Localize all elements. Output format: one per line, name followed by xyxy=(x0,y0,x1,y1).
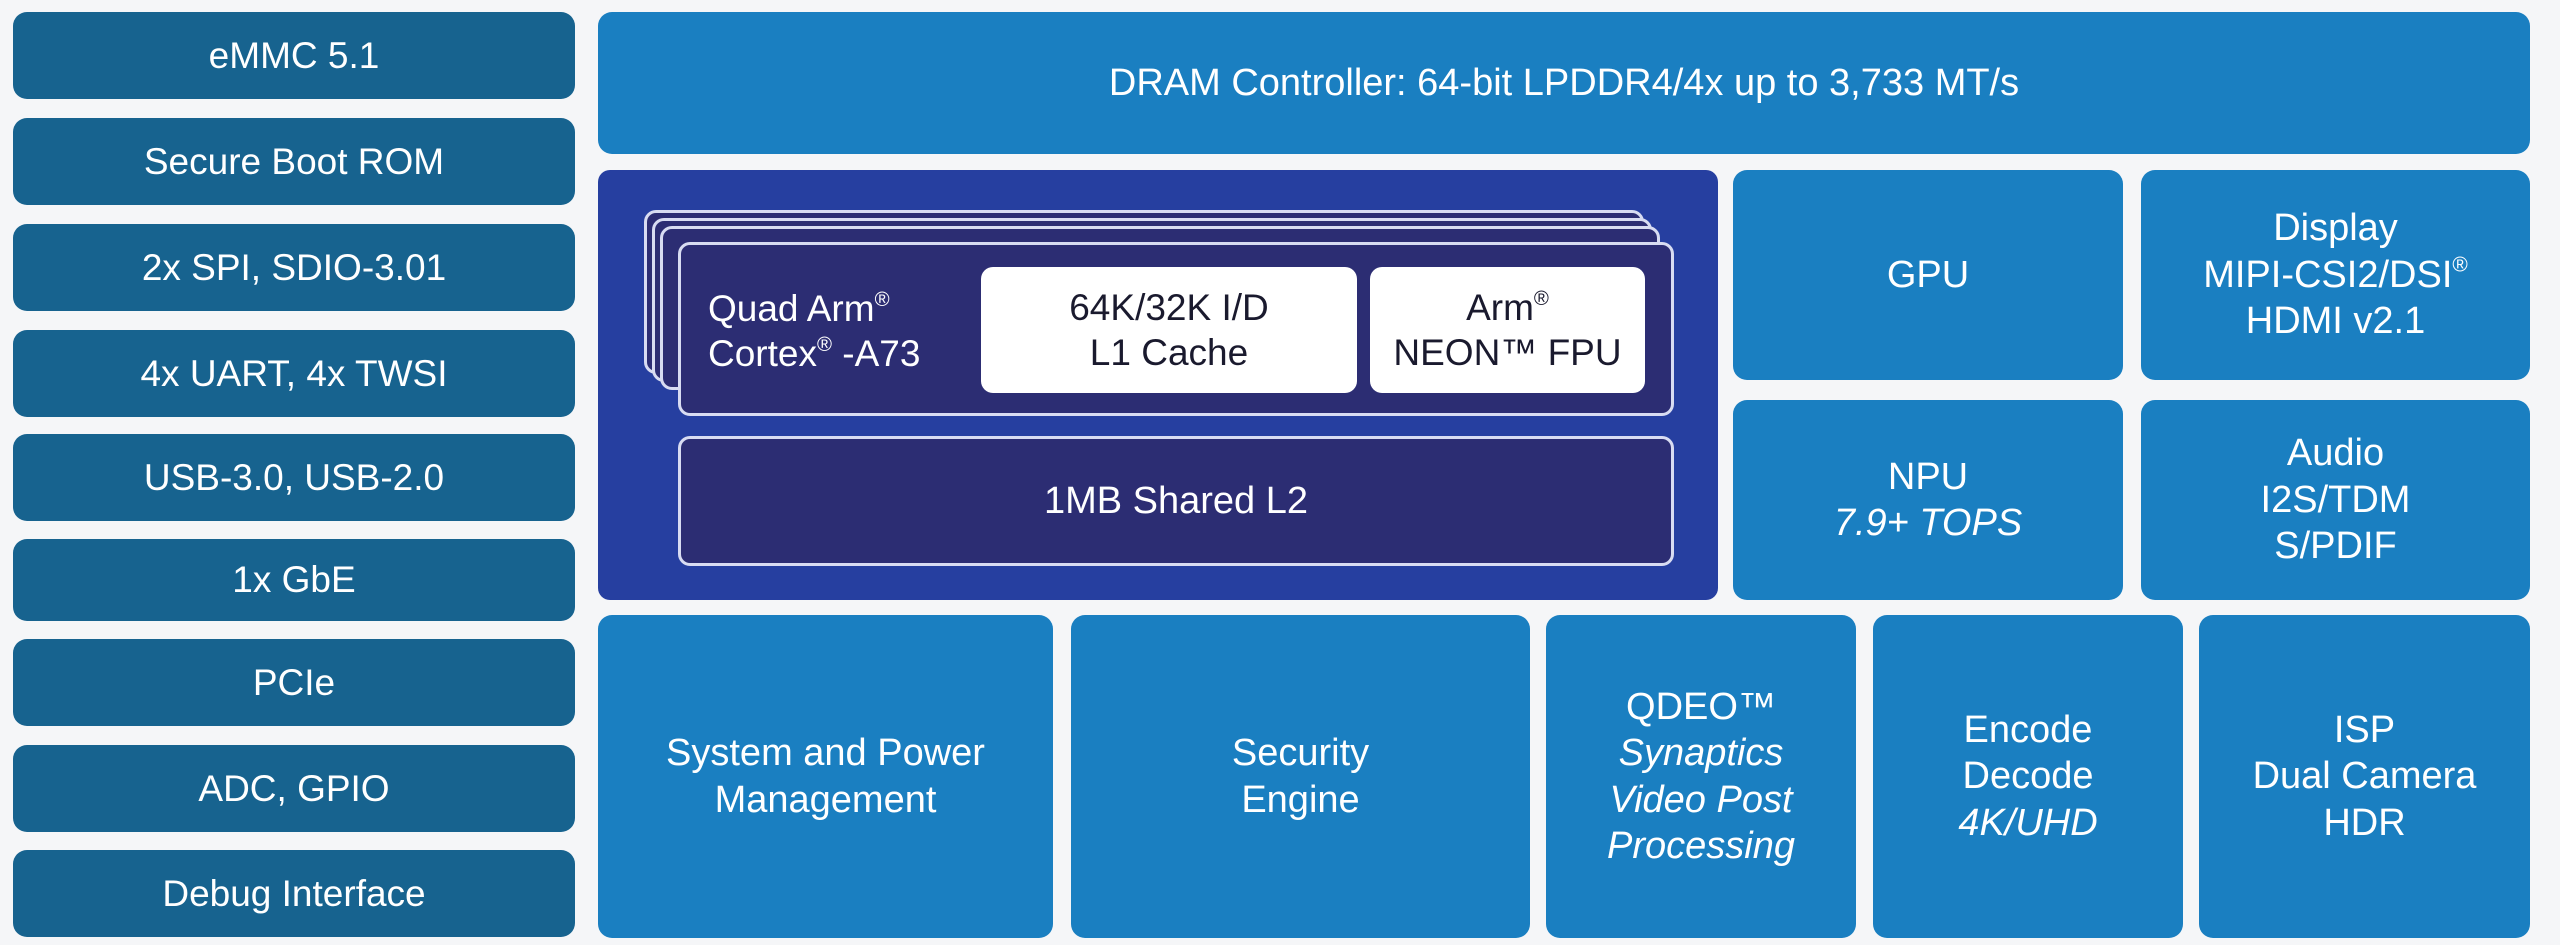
gpu-label: GPU xyxy=(1886,253,1970,296)
block-display: Display MIPI-CSI2/DSI® HDMI v2.1 xyxy=(2141,170,2530,380)
shared-l2-box: 1MB Shared L2 xyxy=(678,436,1674,566)
block-emmc-label: eMMC 5.1 xyxy=(208,34,380,76)
registered-mark: ® xyxy=(1533,287,1549,310)
cpu-core-line2: Cortex xyxy=(708,333,817,375)
display-line3: HDMI v2.1 xyxy=(2245,300,2426,343)
block-uart-twsi-label: 4x UART, 4x TWSI xyxy=(140,352,448,394)
block-gpu: GPU xyxy=(1733,170,2123,380)
registered-mark: ® xyxy=(874,288,890,311)
shared-l2-label: 1MB Shared L2 xyxy=(1043,479,1309,522)
registered-mark: ® xyxy=(2452,253,2468,277)
block-secure-boot-rom-label: Secure Boot ROM xyxy=(143,140,445,182)
qdeo-line4: Processing xyxy=(1607,824,1795,867)
qdeo-line1: QDEO™ xyxy=(1626,685,1776,728)
cpu-core-line1: Quad Arm xyxy=(708,288,875,329)
system-power-line1: System and Power xyxy=(666,732,985,775)
block-gbe-label: 1x GbE xyxy=(232,559,356,601)
npu-line2: 7.9+ TOPS xyxy=(1833,502,2023,544)
block-debug-interface: Debug Interface xyxy=(13,850,575,937)
dram-controller-label: DRAM Controller: 64-bit LPDDR4/4x up to … xyxy=(1108,61,2020,104)
block-debug-interface-label: Debug Interface xyxy=(162,872,426,914)
npu-line1: NPU xyxy=(1887,455,1969,498)
block-usb-label: USB-3.0, USB-2.0 xyxy=(143,456,445,498)
block-adc-gpio: ADC, GPIO xyxy=(13,745,575,832)
fpu-line1: Arm xyxy=(1466,286,1534,328)
block-spi-sdio-label: 2x SPI, SDIO-3.01 xyxy=(141,246,447,288)
block-dram-controller: DRAM Controller: 64-bit LPDDR4/4x up to … xyxy=(598,12,2530,154)
codec-line1: Encode xyxy=(1963,708,2093,751)
block-encode-decode: Encode Decode 4K/UHD xyxy=(1873,615,2183,938)
block-usb: USB-3.0, USB-2.0 xyxy=(13,434,575,521)
audio-line2: I2S/TDM xyxy=(2260,478,2411,521)
fpu-line2: NEON™ FPU xyxy=(1393,332,1622,373)
block-audio: Audio I2S/TDM S/PDIF xyxy=(2141,400,2530,600)
display-line1: Display xyxy=(2273,207,2398,250)
block-spi-sdio: 2x SPI, SDIO-3.01 xyxy=(13,224,575,311)
l1-cache-box: 64K/32K I/D L1 Cache xyxy=(981,267,1357,393)
block-adc-gpio-label: ADC, GPIO xyxy=(198,767,390,809)
isp-line2: Dual Camera xyxy=(2252,755,2477,798)
block-system-power: System and Power Management xyxy=(598,615,1053,938)
cpu-core-label: Quad Arm® Cortex® -A73 xyxy=(708,286,920,376)
cpu-core-model: -A73 xyxy=(831,333,921,375)
block-qdeo: QDEO™ Synaptics Video Post Processing xyxy=(1546,615,1856,938)
display-line2: MIPI-CSI2/DSI xyxy=(2203,253,2453,296)
system-power-line2: Management xyxy=(714,778,937,821)
qdeo-line3: Video Post xyxy=(1609,778,1793,821)
registered-mark: ® xyxy=(816,333,832,356)
block-security-engine: Security Engine xyxy=(1071,615,1530,938)
block-uart-twsi: 4x UART, 4x TWSI xyxy=(13,330,575,417)
l1-cache-line1: 64K/32K I/D xyxy=(1069,286,1269,328)
block-emmc: eMMC 5.1 xyxy=(13,12,575,99)
audio-line1: Audio xyxy=(2286,432,2385,475)
block-pcie: PCIe xyxy=(13,639,575,726)
security-line2: Engine xyxy=(1241,778,1360,821)
block-secure-boot-rom: Secure Boot ROM xyxy=(13,118,575,205)
block-gbe: 1x GbE xyxy=(13,539,575,621)
block-isp: ISP Dual Camera HDR xyxy=(2199,615,2530,938)
isp-line3: HDR xyxy=(2323,801,2406,844)
security-line1: Security xyxy=(1231,732,1370,775)
qdeo-line2: Synaptics xyxy=(1618,732,1784,775)
codec-line2: Decode xyxy=(1962,755,2094,798)
block-pcie-label: PCIe xyxy=(252,661,336,703)
isp-line1: ISP xyxy=(2333,708,2396,751)
l1-cache-line2: L1 Cache xyxy=(1089,332,1249,373)
neon-fpu-box: Arm® NEON™ FPU xyxy=(1370,267,1645,393)
block-npu: NPU 7.9+ TOPS xyxy=(1733,400,2123,600)
audio-line3: S/PDIF xyxy=(2274,525,2397,568)
codec-line3: 4K/UHD xyxy=(1958,801,2098,844)
